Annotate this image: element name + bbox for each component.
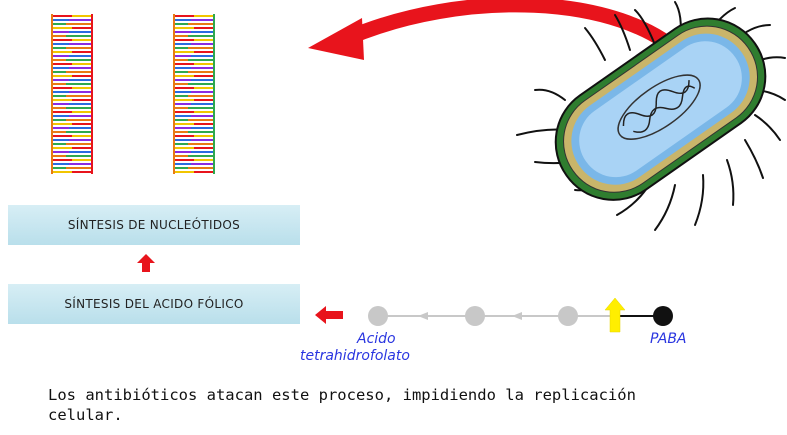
nucleotide-synthesis-label: SÍNTESIS DE NUCLEÓTIDOS bbox=[67, 218, 241, 232]
pathway-diagram bbox=[368, 297, 673, 333]
pathway-node bbox=[465, 306, 485, 326]
nucleotide-synthesis-box: SÍNTESIS DE NUCLEÓTIDOS bbox=[8, 205, 300, 245]
paba-node bbox=[653, 306, 673, 326]
product-label-line1: Acido bbox=[357, 331, 396, 347]
pathway-node bbox=[368, 306, 388, 326]
folic-acid-synthesis-label: SÍNTESIS DEL ACIDO FÓLICO bbox=[64, 297, 244, 311]
caption-text: Los antibióticos atacan este proceso, im… bbox=[48, 386, 636, 424]
pathway-node bbox=[558, 306, 578, 326]
inhibitor-arrow-icon bbox=[604, 297, 626, 333]
substrate-label: PABA bbox=[650, 331, 687, 347]
up-arrow-icon bbox=[137, 254, 155, 272]
folic-acid-synthesis-box: SÍNTESIS DEL ACIDO FÓLICO bbox=[8, 284, 300, 324]
product-label-line2: tetrahidrofolato bbox=[300, 348, 410, 364]
left-arrow-icon bbox=[315, 306, 343, 324]
dna-strand-icon bbox=[51, 14, 93, 174]
dna-strands bbox=[51, 14, 215, 174]
bacterium-icon bbox=[516, 1, 786, 231]
red-curved-arrow bbox=[308, 0, 691, 64]
dna-strand-icon bbox=[173, 14, 215, 174]
